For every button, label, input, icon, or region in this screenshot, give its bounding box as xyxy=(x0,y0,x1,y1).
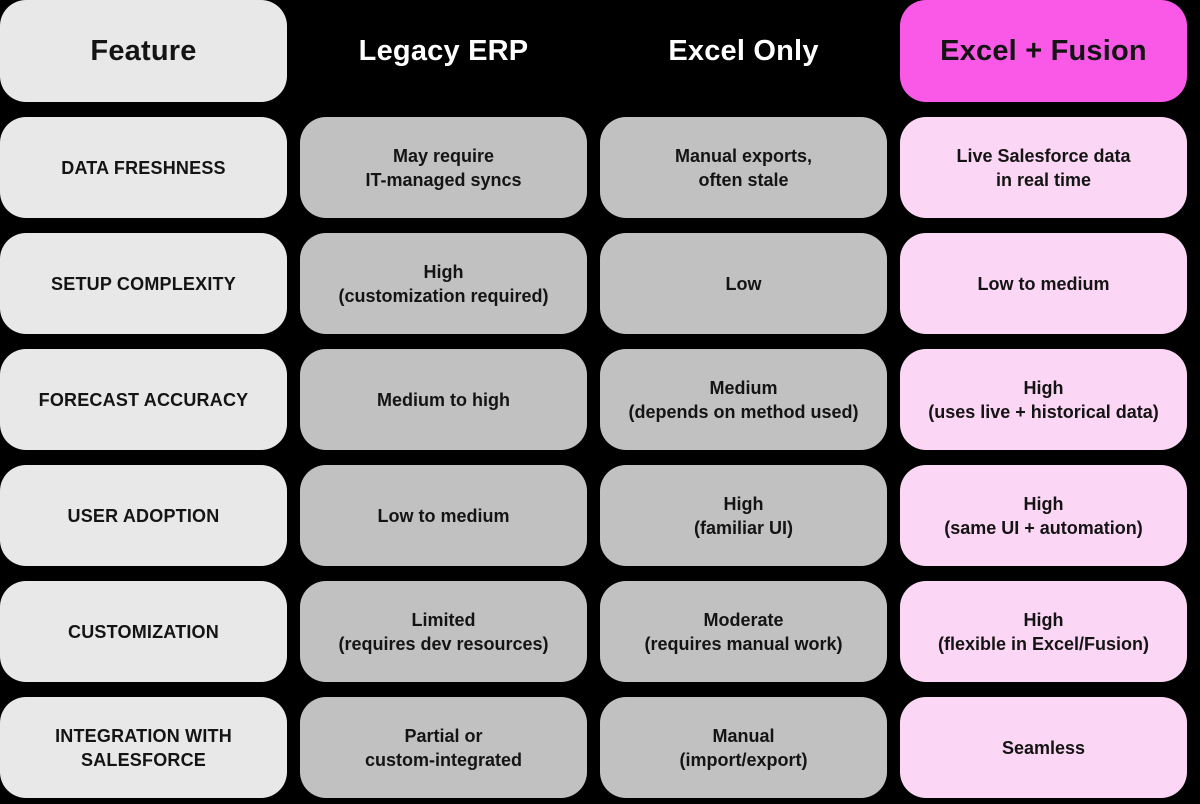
excel-fusion-cell-customization: High (flexible in Excel/Fusion) xyxy=(900,581,1187,682)
feature-cell-integration-salesforce: INTEGRATION WITH SALESFORCE xyxy=(0,697,287,798)
legacy-erp-cell-data-freshness: May require IT-managed syncs xyxy=(300,117,587,218)
excel-fusion-cell-forecast-accuracy: High (uses live + historical data) xyxy=(900,349,1187,450)
column-header-excel-fusion: Excel + Fusion xyxy=(900,0,1187,102)
excel-only-cell-data-freshness: Manual exports, often stale xyxy=(600,117,887,218)
excel-fusion-cell-user-adoption: High (same UI + automation) xyxy=(900,465,1187,566)
excel-only-cell-forecast-accuracy: Medium (depends on method used) xyxy=(600,349,887,450)
feature-cell-forecast-accuracy: FORECAST ACCURACY xyxy=(0,349,287,450)
legacy-erp-cell-integration-salesforce: Partial or custom-integrated xyxy=(300,697,587,798)
excel-only-cell-customization: Moderate (requires manual work) xyxy=(600,581,887,682)
column-header-feature: Feature xyxy=(0,0,287,102)
legacy-erp-cell-forecast-accuracy: Medium to high xyxy=(300,349,587,450)
feature-cell-user-adoption: USER ADOPTION xyxy=(0,465,287,566)
legacy-erp-cell-setup-complexity: High (customization required) xyxy=(300,233,587,334)
column-header-legacy-erp: Legacy ERP xyxy=(358,35,529,67)
excel-only-cell-user-adoption: High (familiar UI) xyxy=(600,465,887,566)
column-header-excel-only: Excel Only xyxy=(668,35,819,67)
excel-fusion-cell-data-freshness: Live Salesforce data in real time xyxy=(900,117,1187,218)
excel-fusion-cell-integration-salesforce: Seamless xyxy=(900,697,1187,798)
excel-only-cell-integration-salesforce: Manual (import/export) xyxy=(600,697,887,798)
excel-only-cell-setup-complexity: Low xyxy=(600,233,887,334)
legacy-erp-cell-user-adoption: Low to medium xyxy=(300,465,587,566)
feature-cell-setup-complexity: SETUP COMPLEXITY xyxy=(0,233,287,334)
excel-fusion-cell-setup-complexity: Low to medium xyxy=(900,233,1187,334)
legacy-erp-cell-customization: Limited (requires dev resources) xyxy=(300,581,587,682)
feature-cell-data-freshness: DATA FRESHNESS xyxy=(0,117,287,218)
feature-cell-customization: CUSTOMIZATION xyxy=(0,581,287,682)
